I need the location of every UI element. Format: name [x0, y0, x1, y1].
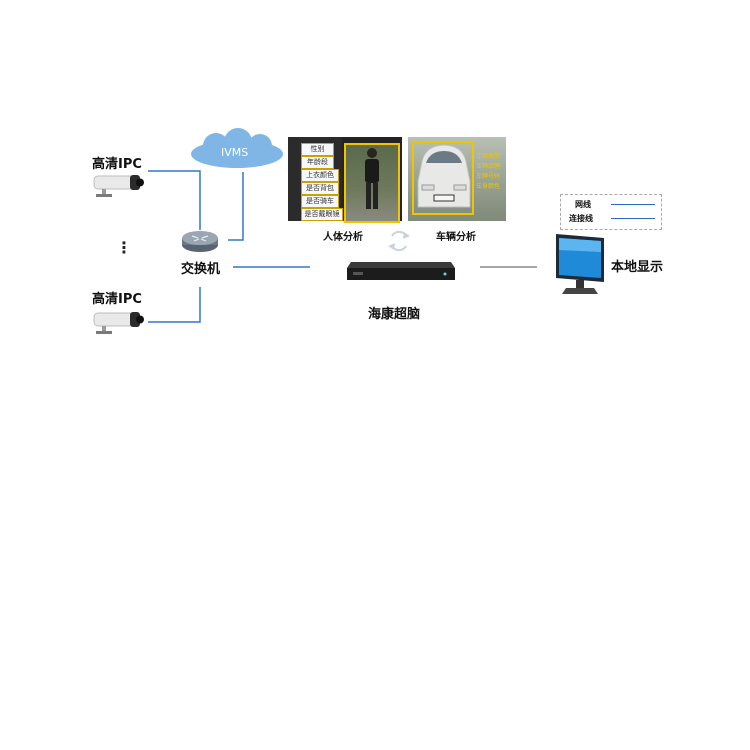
- car-icon: [417, 144, 471, 208]
- nvr-label: 海康超脑: [368, 307, 421, 322]
- vehicle-analysis-image: [408, 137, 506, 221]
- legend-label-connection: 连接线: [569, 214, 593, 223]
- switch-label: 交换机: [181, 262, 221, 277]
- person-attr-glasses: 是否戴眼镜: [301, 208, 343, 221]
- vehicle-attributes: 车辆类型 车辆品牌 车牌号码 车身颜色: [476, 152, 500, 192]
- vehicle-attr-plate: 车牌号码: [476, 173, 501, 180]
- camera-bottom-icon[interactable]: [92, 307, 144, 335]
- person-attr-riding: 是否骑车: [301, 195, 339, 208]
- person-attr-age: 年龄段: [301, 156, 334, 169]
- line-camera2-switch: [148, 287, 201, 323]
- vehicle-attr-type: 车辆类型: [476, 153, 501, 160]
- line-camera1-switch: [148, 170, 201, 230]
- camera-top-icon[interactable]: [92, 170, 144, 198]
- monitor-label: 本地显示: [611, 260, 664, 275]
- legend-swatch-network: [611, 204, 655, 205]
- person-attr-backpack: 是否背包: [301, 182, 339, 195]
- person-attr-top-color: 上衣颜色: [301, 169, 339, 182]
- more-cameras-ellipsis: ⋮: [116, 238, 132, 257]
- person-figure-icon: [365, 148, 379, 209]
- cloud-icon[interactable]: [186, 128, 288, 174]
- person-analysis-caption: 人体分析: [323, 232, 363, 243]
- legend: 网线 连接线: [560, 194, 662, 230]
- vehicle-analysis-caption: 车辆分析: [436, 232, 476, 243]
- monitor-icon[interactable]: [552, 232, 608, 296]
- camera-label-top: 高清IPC: [92, 157, 142, 172]
- person-attr-gender: 性别: [301, 143, 334, 156]
- legend-label-network: 网线: [575, 200, 591, 209]
- legend-swatch-connection: [611, 218, 655, 219]
- switch-icon[interactable]: [180, 228, 220, 254]
- vehicle-attr-color: 车身颜色: [476, 183, 501, 190]
- line-cloud-switch: [228, 172, 244, 241]
- vehicle-attr-brand: 车辆品牌: [476, 163, 501, 170]
- sync-arrows-icon: [388, 230, 410, 252]
- cloud-label: IVMS: [221, 146, 249, 159]
- nvr-device-icon[interactable]: [345, 258, 457, 284]
- camera-label-bottom: 高清IPC: [92, 292, 142, 307]
